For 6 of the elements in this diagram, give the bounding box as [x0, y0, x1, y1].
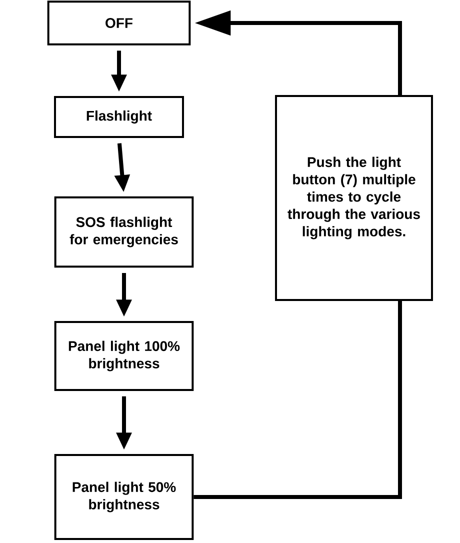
mode-box: Flashlight: [54, 96, 184, 138]
mode-box: Panel light 50% brightness: [54, 454, 194, 540]
mode-box: OFF: [47, 0, 191, 46]
mode-box: SOS flashlight for emergencies: [54, 196, 194, 268]
note-box: Push the light button (7) multiple times to cycle through the various lighting modes.: [275, 95, 433, 301]
mode-box: Panel light 100% brightness: [54, 321, 194, 391]
